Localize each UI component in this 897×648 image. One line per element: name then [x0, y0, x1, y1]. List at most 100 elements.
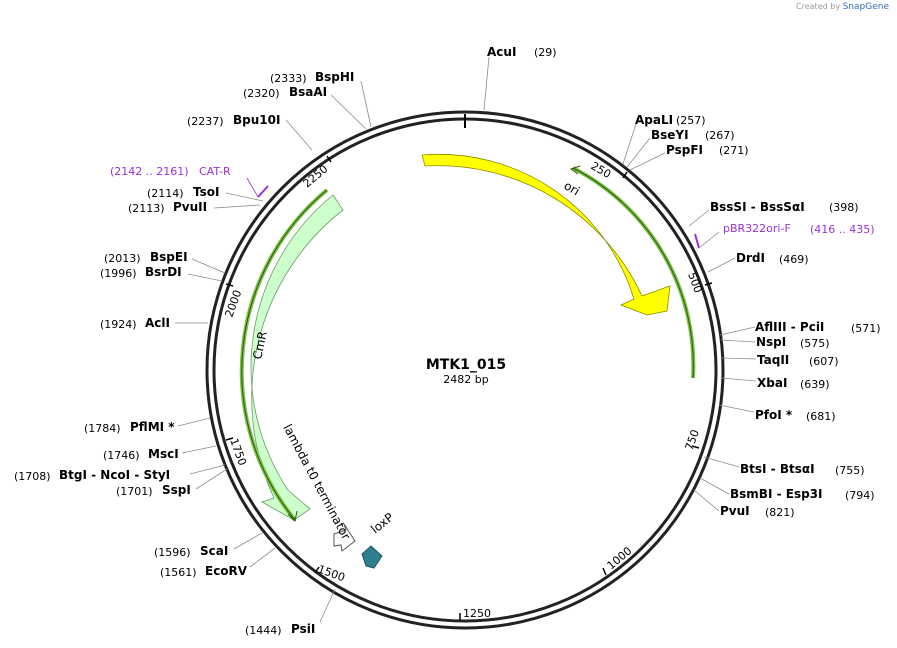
tick-mark-250 — [622, 171, 628, 179]
enzyme-acli[interactable]: AclI — [145, 316, 170, 330]
enzyme-pfoi-pos: (681) — [806, 410, 836, 423]
enzyme-bsrdi[interactable]: BsrDI — [145, 265, 182, 279]
leader-sspi — [195, 468, 228, 490]
enzyme-ecorv-pos: (1561) — [160, 566, 197, 579]
enzyme-bspei[interactable]: BspEI — [150, 250, 188, 264]
tick-mark-2000 — [225, 283, 234, 287]
enzyme-sspi[interactable]: SspI — [162, 483, 191, 497]
enzyme-ecorv[interactable]: EcoRV — [205, 564, 248, 578]
enzyme-bsaai[interactable]: BsaAI — [289, 85, 327, 99]
tick-mark-2250 — [326, 155, 332, 163]
snapgene-logo-text: SnapGene — [842, 2, 889, 12]
enzyme-pvui[interactable]: PvuI — [720, 504, 750, 518]
enzyme-bseyi[interactable]: BseYI — [651, 128, 689, 142]
leader-bseyi — [626, 137, 651, 168]
leader-ecorv — [249, 547, 276, 568]
enzyme-psii[interactable]: PsiI — [291, 622, 315, 636]
leader-pfoi — [718, 404, 755, 413]
tick-mark-1750 — [225, 437, 234, 441]
enzyme-bsssi-pos: (398) — [829, 201, 859, 214]
ori-label: ori — [562, 178, 583, 198]
enzyme-acui-pos: (29) — [534, 46, 557, 59]
leader-scai — [233, 532, 263, 550]
enzyme-drdi[interactable]: DrdI — [736, 251, 765, 265]
leader-msci — [181, 445, 217, 454]
enzyme-sspi-pos: (1701) — [116, 485, 153, 498]
ori-feature[interactable] — [421, 153, 671, 316]
leader-drdi — [707, 257, 736, 273]
enzyme-btgi[interactable]: BtgI - NcoI - StyI — [59, 468, 170, 482]
leader-pvuii — [213, 204, 261, 209]
enzyme-pfoi[interactable]: PfoI * — [755, 408, 793, 422]
enzyme-bsmbi-pos: (794) — [845, 489, 875, 502]
enzyme-bsaai-pos: (2320) — [243, 87, 280, 100]
primer-marker-pbr322ori-f — [694, 233, 700, 249]
enzyme-bsssi[interactable]: BssSI - BssSαI — [710, 200, 805, 214]
leader-bsmbi — [699, 477, 730, 495]
enzyme-tsoi[interactable]: TsoI — [193, 185, 219, 199]
leader-pvui — [693, 489, 720, 512]
enzyme-pvuii[interactable]: PvuII — [173, 200, 207, 214]
enzyme-bpu10i-pos: (2237) — [187, 115, 224, 128]
leader-pbr322ori-f — [698, 231, 720, 249]
enzyme-bsphi[interactable]: BspHI — [315, 70, 354, 84]
leader-tsoi — [225, 192, 264, 202]
enzyme-pspfi[interactable]: PspFI — [666, 143, 703, 157]
loxp-label: loxP — [368, 510, 396, 536]
enzyme-drdi-pos: (469) — [779, 253, 809, 266]
enzyme-bsphi-pos: (2333) — [270, 72, 307, 85]
enzyme-pspfi-pos: (271) — [719, 144, 749, 157]
enzyme-btsi-pos: (755) — [835, 464, 865, 477]
lambda-t0-terminator-feature[interactable] — [333, 523, 356, 552]
enzyme-tsoi-pos: (2114) — [147, 187, 184, 200]
enzyme-pflmi-pos: (1784) — [84, 422, 121, 435]
primer-arrow-right-icon — [569, 165, 581, 175]
tick-mark-500 — [704, 282, 713, 286]
primer-cat-r[interactable]: CAT-R — [199, 165, 231, 178]
leader-nspi — [720, 339, 756, 343]
primer-marker-cat-r — [257, 185, 269, 198]
enzyme-apali[interactable]: ApaLI — [635, 113, 673, 127]
cmr-feature[interactable] — [250, 194, 344, 521]
enzyme-acui[interactable]: AcuI — [487, 45, 516, 59]
enzyme-labels-right: AcuI (29) ApaLI (257) BseYI (267) PspFI … — [483, 45, 881, 519]
primer-pbr322ori-f[interactable]: pBR322ori-F — [723, 222, 791, 235]
lambda-t0-terminator-label: lambda t0 terminator — [280, 422, 353, 542]
cmr-label: CmR — [250, 330, 270, 361]
leader-bsrdi — [187, 273, 223, 282]
tick-label-500: 500 — [685, 271, 704, 295]
enzyme-btsi[interactable]: BtsI - BtsαI — [740, 462, 815, 476]
credit-prefix: Created by — [796, 2, 841, 11]
enzyme-labels-left: (2333) BspHI (2320) BsaAI (2237) Bpu10I … — [14, 70, 372, 637]
plasmid-size: 2482 bp — [443, 373, 488, 386]
enzyme-apali-pos: (257) — [676, 114, 706, 127]
leader-cat-r — [246, 177, 259, 198]
leader-psii — [319, 588, 336, 623]
enzyme-scai[interactable]: ScaI — [200, 544, 228, 558]
leader-btgi — [189, 464, 226, 475]
enzyme-btgi-pos: (1708) — [14, 470, 51, 483]
enzyme-acli-pos: (1924) — [100, 318, 137, 331]
enzyme-afliii-pos: (571) — [851, 322, 881, 335]
enzyme-nspi[interactable]: NspI — [756, 335, 786, 349]
leader-bpu10i — [285, 119, 313, 151]
enzyme-pvui-pos: (821) — [765, 506, 795, 519]
enzyme-taqii[interactable]: TaqII — [757, 353, 789, 367]
enzyme-msci[interactable]: MscI — [148, 447, 179, 461]
primer-cat-r-range: (2142 .. 2161) — [110, 165, 189, 178]
plasmid-name: MTK1_015 — [426, 357, 506, 373]
enzyme-xbai[interactable]: XbaI — [757, 376, 787, 390]
enzyme-afliii[interactable]: AflIII - PciI — [755, 320, 824, 334]
primer-arc-right — [572, 166, 696, 379]
enzyme-pflmi[interactable]: PflMI * — [130, 420, 175, 434]
leader-xbai — [721, 377, 757, 382]
leader-btsi — [703, 456, 740, 468]
tick-label-1250: 1250 — [463, 607, 491, 620]
enzyme-bsmbi[interactable]: BsmBI - Esp3I — [730, 487, 822, 501]
enzyme-bpu10i[interactable]: Bpu10I — [233, 113, 280, 127]
primer-arrow-left-icon — [287, 510, 298, 523]
enzyme-scai-pos: (1596) — [154, 546, 191, 559]
leader-bsphi — [360, 80, 372, 128]
leader-bsssi — [688, 209, 710, 227]
loxp-feature[interactable] — [361, 545, 383, 569]
